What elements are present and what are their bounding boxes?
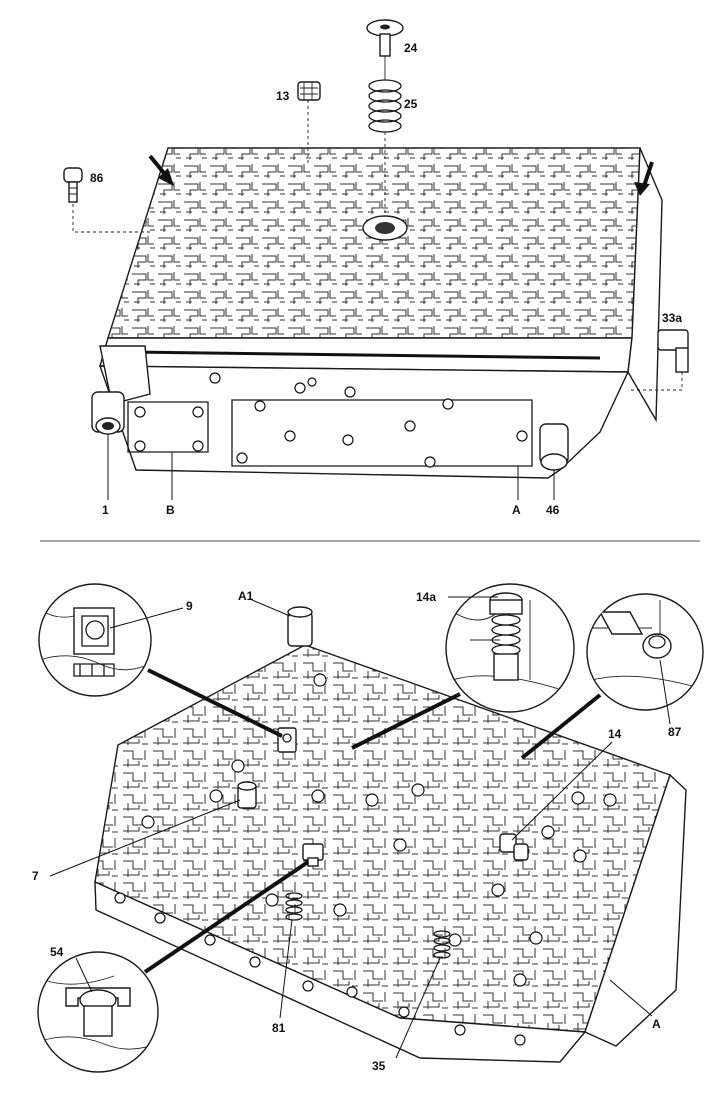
- cover-a: [231, 399, 533, 467]
- part-9-sensor: [277, 727, 297, 753]
- part-14-valve: [499, 833, 529, 861]
- spring-35: [433, 930, 451, 959]
- label-a1: A1: [238, 589, 254, 603]
- connector-a1: [287, 606, 313, 647]
- callout-87: [586, 593, 704, 711]
- label-25: 25: [404, 97, 418, 111]
- part-24-disc: [366, 19, 404, 57]
- bottom-plate-bolts: [141, 673, 617, 987]
- top-leaders: [107, 434, 555, 500]
- fitting-33a: [657, 329, 689, 373]
- spring-25: [368, 79, 402, 133]
- part-7: [237, 781, 257, 809]
- label-14a: 14a: [416, 590, 436, 604]
- connector-1: [91, 345, 151, 435]
- label-24: 24: [404, 41, 418, 55]
- part-13: [297, 81, 321, 101]
- label-33a: 33a: [662, 311, 682, 325]
- label-9: 9: [186, 599, 193, 613]
- label-b: B: [166, 503, 175, 517]
- label-a-bottom: A: [652, 1017, 661, 1031]
- top-bolts: [134, 372, 528, 468]
- bolt-86: [63, 167, 83, 203]
- label-13: 13: [276, 89, 290, 103]
- label-35: 35: [372, 1059, 386, 1073]
- bottom-front-bolts: [114, 892, 526, 1046]
- label-a-top: A: [512, 503, 521, 517]
- cover-b: [127, 401, 209, 453]
- callout-9: [38, 583, 152, 697]
- part-54-piece: [302, 843, 324, 867]
- label-54: 54: [50, 945, 64, 959]
- arrow-marker-right: [634, 161, 654, 196]
- label-81: 81: [272, 1021, 286, 1035]
- callout-14a: [445, 583, 575, 713]
- bottom-plate-channels: [95, 645, 670, 1032]
- bottom-front-edge: [94, 880, 587, 1063]
- callout-pointers: [143, 668, 602, 974]
- top-gasket-line: [129, 350, 601, 360]
- bottom-leaders: [49, 596, 671, 1059]
- bottom-side-housing: [584, 773, 687, 1047]
- callout-54: [37, 951, 159, 1073]
- top-plate-channels: [108, 148, 640, 338]
- label-7: 7: [32, 869, 39, 883]
- plug-46: [539, 423, 569, 471]
- label-1: 1: [102, 503, 109, 517]
- top-valve-body: [99, 147, 663, 479]
- arrow-marker-left: [148, 154, 174, 186]
- label-87: 87: [668, 725, 682, 739]
- top-plate-side: [627, 147, 663, 423]
- label-14: 14: [608, 727, 622, 741]
- label-86: 86: [90, 171, 104, 185]
- spring-81: [285, 892, 303, 921]
- label-46: 46: [546, 503, 560, 517]
- bottom-valve-body: [94, 644, 687, 1063]
